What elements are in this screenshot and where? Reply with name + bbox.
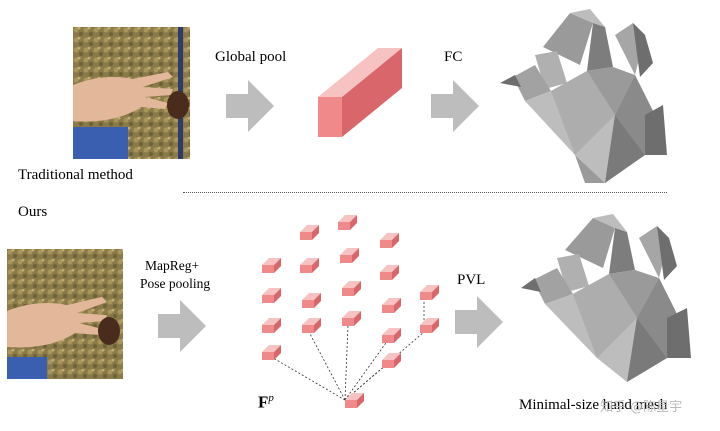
pooled-feature-block [318, 48, 402, 137]
feature-block [262, 345, 281, 360]
feature-block [420, 285, 439, 300]
feature-block [382, 298, 401, 313]
feature-symbol: Fp [258, 392, 274, 412]
arrow-right-icon [158, 300, 206, 352]
feature-link-line [307, 329, 346, 401]
feature-block [302, 318, 321, 333]
feature-block [382, 353, 401, 368]
global-pool-label: Global pool [215, 49, 287, 65]
feature-block [300, 225, 319, 240]
feature-link-line [267, 354, 346, 401]
arrow-right-icon [431, 80, 479, 132]
pose-pooling-label-line2: Pose pooling [140, 276, 211, 291]
section-divider [183, 192, 667, 193]
arrow-right-icon [455, 296, 503, 348]
feature-block [340, 248, 359, 263]
ours-label: Ours [18, 204, 48, 220]
feature-block [338, 215, 357, 230]
feature-block [302, 293, 321, 308]
hand-mesh-output-bottom [521, 214, 691, 382]
mapreg-label-line1: MapReg+ [145, 258, 200, 273]
hand-mesh-output-top [500, 9, 667, 183]
fc-label: FC [444, 49, 463, 65]
feature-block [342, 311, 361, 326]
feature-block [262, 288, 281, 303]
feature-block [345, 393, 364, 408]
traditional-method-label: Traditional method [18, 167, 133, 183]
feature-link-line [344, 324, 349, 401]
input-hand-photo-top [73, 27, 190, 159]
feature-block [342, 281, 361, 296]
feature-block [382, 328, 401, 343]
arrow-right-icon [226, 80, 274, 132]
feature-block [420, 318, 439, 333]
pvl-label: PVL [457, 272, 486, 288]
feature-block [380, 233, 399, 248]
feature-block [300, 258, 319, 273]
feature-link-line [344, 339, 389, 401]
input-hand-photo-bottom [7, 249, 123, 379]
feature-block [380, 265, 399, 280]
feature-block [262, 318, 281, 333]
watermark-text: 知乎 @陈星宇 [600, 400, 683, 415]
feature-block [262, 258, 281, 273]
minimal-size-hand-mesh-label: Minimal-size hand mesh [519, 397, 668, 413]
